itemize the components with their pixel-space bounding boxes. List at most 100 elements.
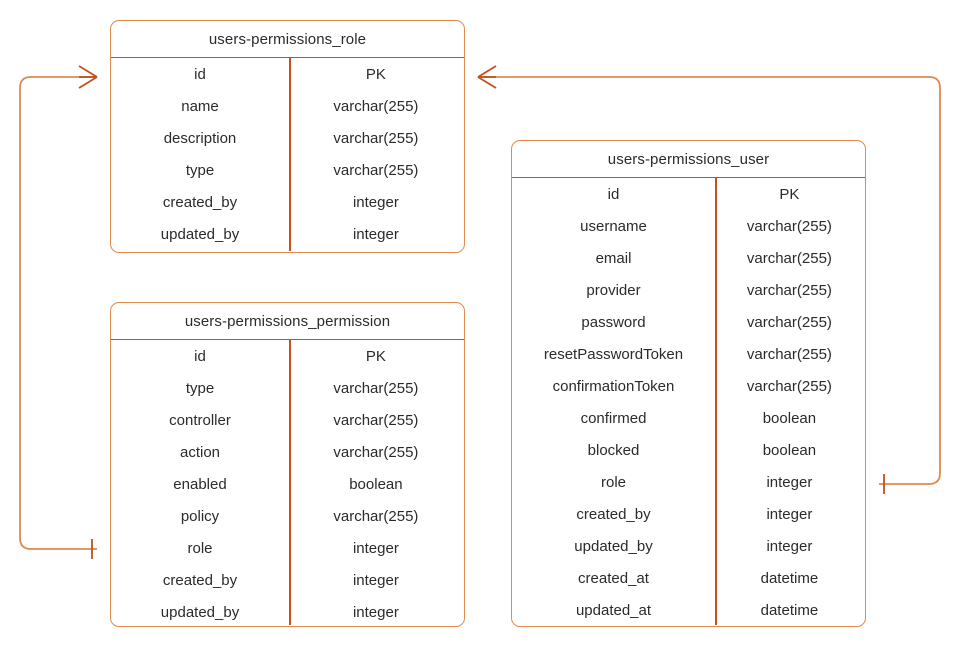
column-type: varchar(255) [333,380,419,396]
column-type: varchar(255) [746,218,832,234]
column-divider-user [715,178,717,625]
column-name: id [194,348,206,364]
column-type: integer [352,226,399,242]
column-type: integer [352,572,399,588]
column-type: varchar(255) [746,314,832,330]
column-type: integer [352,540,399,556]
table-row[interactable]: username varchar(255) [512,210,865,242]
entity-title-role: users-permissions_role [111,21,464,58]
table-row[interactable]: confirmationToken varchar(255) [512,370,865,402]
relationship-line-permission-role [19,76,97,550]
table-row[interactable]: policy varchar(255) [111,500,464,532]
table-row[interactable]: provider varchar(255) [512,274,865,306]
table-row[interactable]: controller varchar(255) [111,404,464,436]
table-row[interactable]: blocked boolean [512,434,865,466]
column-type: integer [766,506,813,522]
table-row[interactable]: updated_at datetime [512,594,865,626]
column-type: integer [766,538,813,554]
table-row[interactable]: created_by integer [512,498,865,530]
table-row[interactable]: resetPasswordToken varchar(255) [512,338,865,370]
column-name: created_at [578,570,649,586]
column-type: datetime [760,602,819,618]
column-type: PK [365,66,386,82]
column-name: updated_by [574,538,653,554]
column-name: name [181,98,219,114]
column-type: varchar(255) [333,444,419,460]
column-type: boolean [762,410,817,426]
column-name: created_by [162,572,238,588]
cardinality-many-marker-user-role [477,65,497,78]
column-type: integer [766,474,813,490]
entity-columns-user: id PK username varchar(255) email varchar(255… [512,178,865,626]
column-name: confirmed [580,410,647,426]
table-row[interactable]: name varchar(255) [111,90,464,122]
column-type: integer [352,194,399,210]
column-type: varchar(255) [333,98,419,114]
cardinality-many-marker-user-role [477,76,497,89]
column-type: integer [352,604,399,620]
entity-title-permission: users-permissions_permission [111,303,464,340]
table-row[interactable]: password varchar(255) [512,306,865,338]
column-type: varchar(255) [746,378,832,394]
column-name: policy [180,508,220,524]
column-type: PK [365,348,386,364]
cardinality-many-marker-permission-role [78,76,98,89]
column-divider-role [289,58,291,251]
column-name: type [185,380,215,396]
table-row[interactable]: type varchar(255) [111,154,464,186]
table-row[interactable]: role integer [111,532,464,564]
column-type: varchar(255) [333,130,419,146]
column-type: boolean [762,442,817,458]
column-name: resetPasswordToken [543,346,684,362]
column-name: created_by [576,506,651,522]
column-type: varchar(255) [333,412,419,428]
table-row[interactable]: updated_by integer [512,530,865,562]
entity-body-user: id PK username varchar(255) email varchar(255… [512,178,865,625]
column-name: id [607,186,620,202]
table-row[interactable]: updated_by integer [111,218,464,250]
column-name: role [187,540,213,556]
table-row[interactable]: id PK [111,58,464,90]
column-name: password [581,314,646,330]
table-row[interactable]: email varchar(255) [512,242,865,274]
column-name: confirmationToken [552,378,675,394]
table-row[interactable]: confirmed boolean [512,402,865,434]
table-row[interactable]: id PK [512,178,865,210]
column-name: username [580,218,647,234]
column-divider-permission [289,340,291,625]
column-name: blocked [587,442,640,458]
column-type: varchar(255) [333,162,419,178]
table-row[interactable]: type varchar(255) [111,372,464,404]
entity-body-role: id PK name varchar(255) description varchar(2… [111,58,464,251]
column-type: PK [779,186,800,202]
column-name: provider [586,282,641,298]
column-name: updated_by [160,226,240,242]
column-name: enabled [173,476,227,492]
column-type: varchar(255) [746,346,832,362]
entity-columns-permission: id PK type varchar(255) controller varchar(25… [111,340,464,626]
cardinality-many-marker-permission-role [78,65,98,78]
table-row[interactable]: created_by integer [111,564,464,596]
column-type: varchar(255) [333,508,419,524]
table-row[interactable]: id PK [111,340,464,372]
column-name: email [595,250,632,266]
column-name: type [185,162,215,178]
table-row[interactable]: description varchar(255) [111,122,464,154]
column-name: updated_at [575,602,652,618]
column-name: id [194,66,206,82]
column-type: varchar(255) [746,250,832,266]
column-type: varchar(255) [746,282,832,298]
column-name: description [163,130,237,146]
column-name: controller [169,412,231,428]
entity-title-user: users-permissions_user [512,141,865,178]
